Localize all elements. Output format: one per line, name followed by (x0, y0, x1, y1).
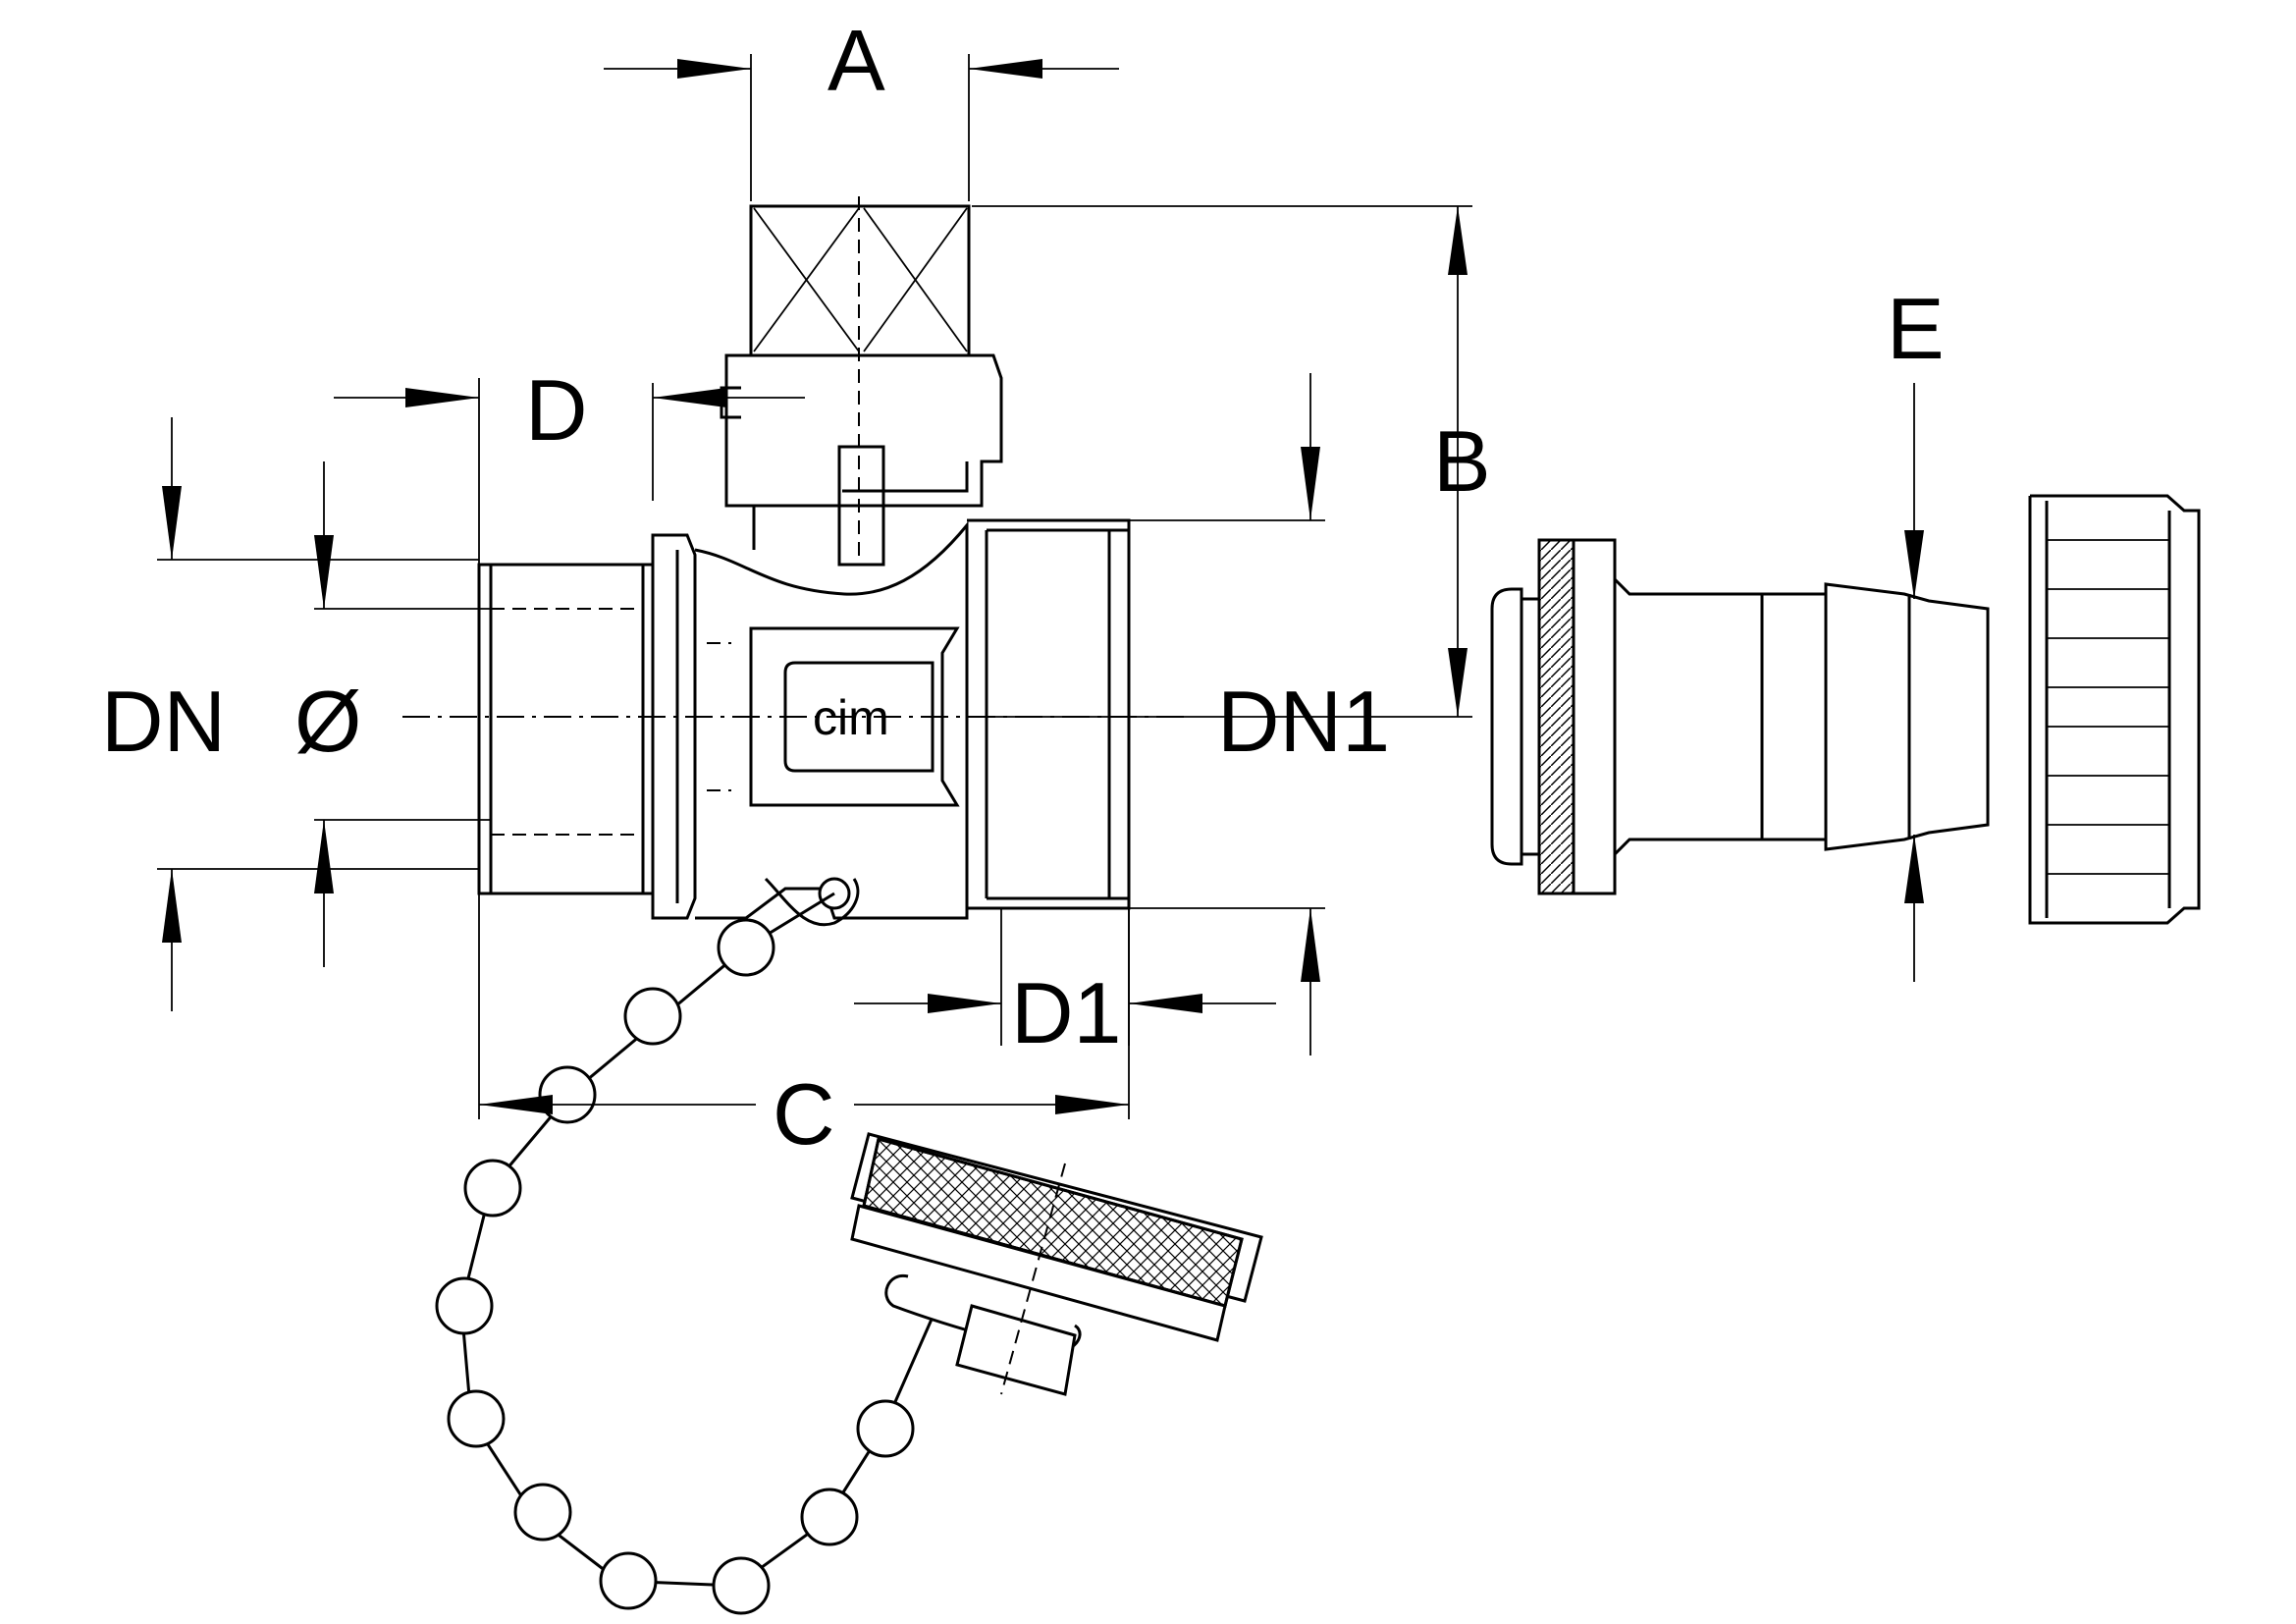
hose-tail-fitting (1490, 538, 1990, 895)
dimension-label-d: D (525, 361, 588, 459)
union-nut (2028, 494, 2201, 925)
dimension-label-dn: DN (101, 673, 226, 770)
dimension-label-a: A (828, 12, 885, 109)
dimension-label-b: B (1433, 412, 1491, 510)
dimension-lines (157, 54, 1924, 1119)
dimension-label-diameter: Ø (294, 673, 361, 770)
valve-stem-and-handle (720, 196, 1003, 567)
dimension-label-c: C (773, 1065, 835, 1163)
retaining-chain (435, 877, 939, 1615)
dimension-label-e: E (1887, 280, 1945, 377)
dimension-label-dn1: DN1 (1217, 673, 1390, 770)
brand-logo: cim (813, 690, 889, 745)
dust-cap (850, 1132, 1263, 1396)
valve-body (477, 518, 1131, 920)
dimension-label-d1: D1 (1011, 964, 1122, 1061)
